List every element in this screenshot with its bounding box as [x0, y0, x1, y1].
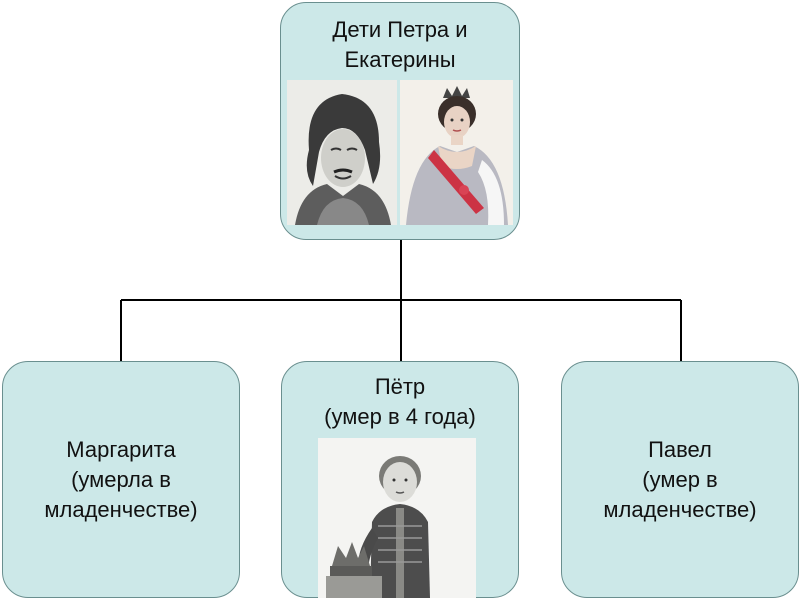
child-node-pavel: Павел (умер в младенчестве) — [561, 361, 799, 598]
child-name: Павел — [648, 436, 712, 462]
child-name: Пётр — [374, 374, 426, 399]
child-note-line-1: (умер в 4 года) — [324, 404, 476, 429]
child-note-line-2: младенчестве) — [603, 496, 757, 522]
woman-portrait-icon — [400, 80, 513, 225]
child-note-line-1: (умер в — [642, 466, 718, 492]
root-title-line-2: Екатерины — [344, 47, 456, 72]
child-node-pavel-text: Павел (умер в младенчестве) — [603, 435, 756, 525]
child-portrait-icon — [318, 438, 476, 598]
man-portrait-icon — [287, 80, 397, 225]
child-note-line-2: младенчестве) — [44, 496, 198, 522]
child-node-margarita: Маргарита (умерла в младенчестве) — [2, 361, 240, 598]
root-title-line-1: Дети Петра и — [332, 17, 468, 42]
child-name: Маргарита — [66, 436, 176, 462]
child-node-margarita-text: Маргарита (умерла в младенчестве) — [44, 435, 197, 525]
child-note-line-1: (умерла в — [71, 466, 171, 492]
